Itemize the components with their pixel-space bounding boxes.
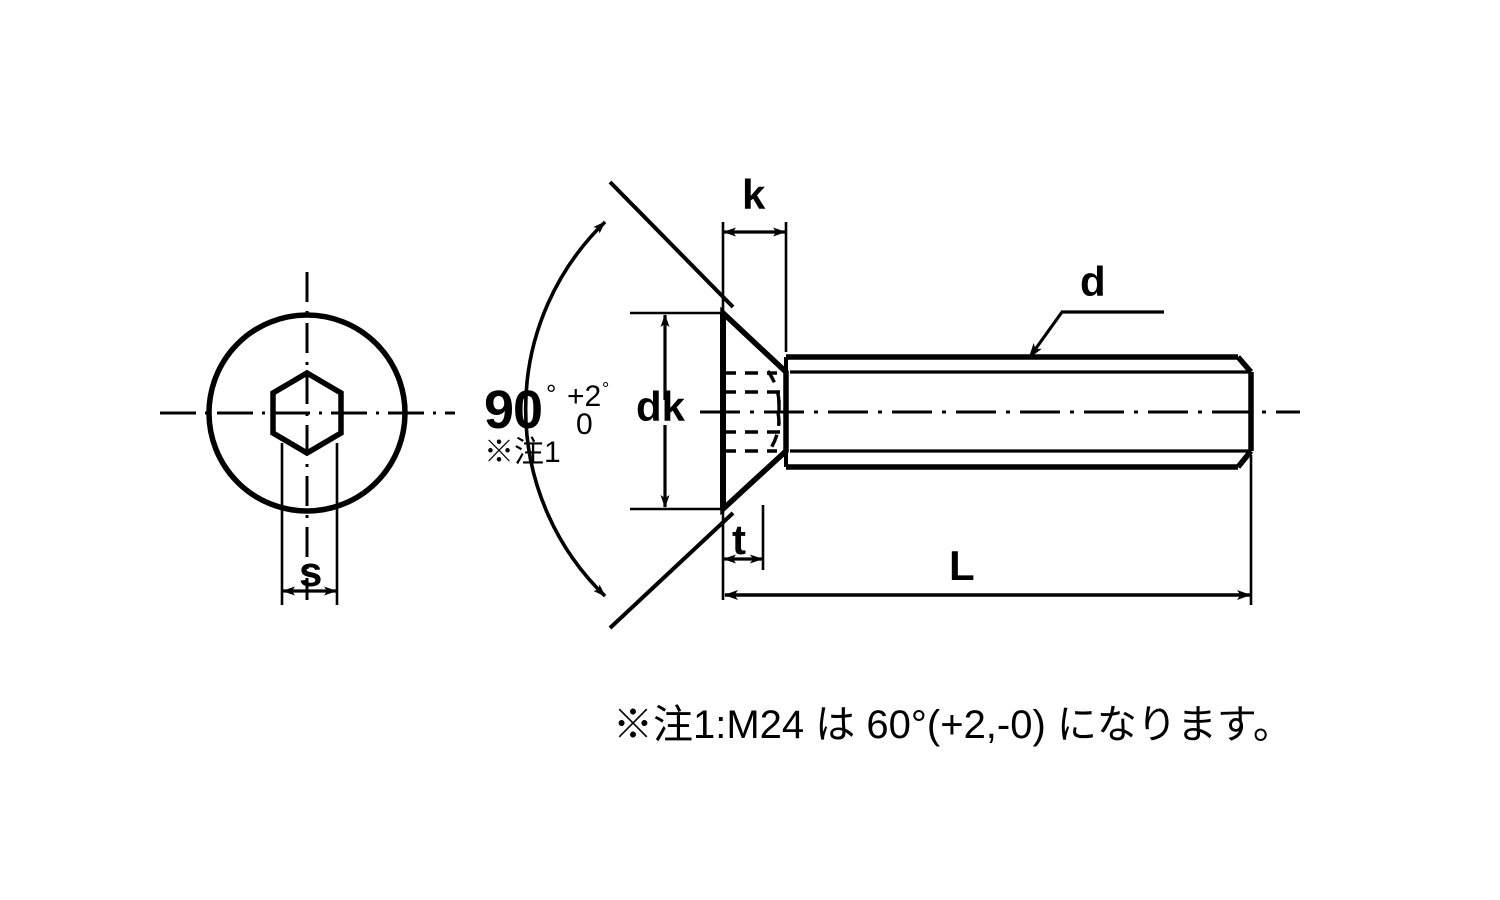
d-dimension-label: d (1080, 258, 1106, 305)
shank-end-chamfer-lower (1235, 449, 1254, 469)
front-view (160, 272, 455, 605)
l-dimension (724, 455, 1253, 605)
t-dimension-label: t (732, 516, 746, 563)
t-dimension (721, 505, 765, 600)
d-leader (1027, 310, 1164, 359)
shank-end-chamfer-upper (1235, 355, 1254, 374)
angle-extension-line-upper (608, 180, 735, 309)
dk-dimension-label: dk (636, 383, 686, 430)
d-leader-arrow-line (1027, 311, 1064, 359)
angle-dimension (523, 180, 735, 630)
angle-dimension-arc (523, 220, 607, 598)
hidden-socket-depth-curve-lower (766, 412, 781, 454)
head-outline-circle (206, 312, 408, 514)
angle-note-reference: ※注1 (484, 436, 561, 469)
angle-tolerance-upper: +2 (567, 380, 602, 413)
angle-tolerance-lower: 0 (576, 408, 593, 441)
angle-value: 90 (484, 380, 543, 440)
footer-note: ※注1:M24 は 60°(+2,-0) になります。 (613, 703, 1293, 747)
k-dimension-label: k (742, 171, 766, 218)
angle-extension-line-lower (608, 511, 735, 630)
hidden-socket-depth-curve-upper (766, 370, 781, 412)
k-dimension (721, 222, 788, 352)
hex-socket-polygon (270, 369, 344, 457)
angle-degree-symbol: ° (546, 379, 557, 409)
s-dimension-label: s (299, 548, 323, 595)
dk-dimension (630, 311, 725, 511)
l-dimension-label: L (949, 542, 975, 589)
side-view (700, 306, 1300, 516)
angle-tolerance-upper-degree: ° (602, 379, 610, 399)
